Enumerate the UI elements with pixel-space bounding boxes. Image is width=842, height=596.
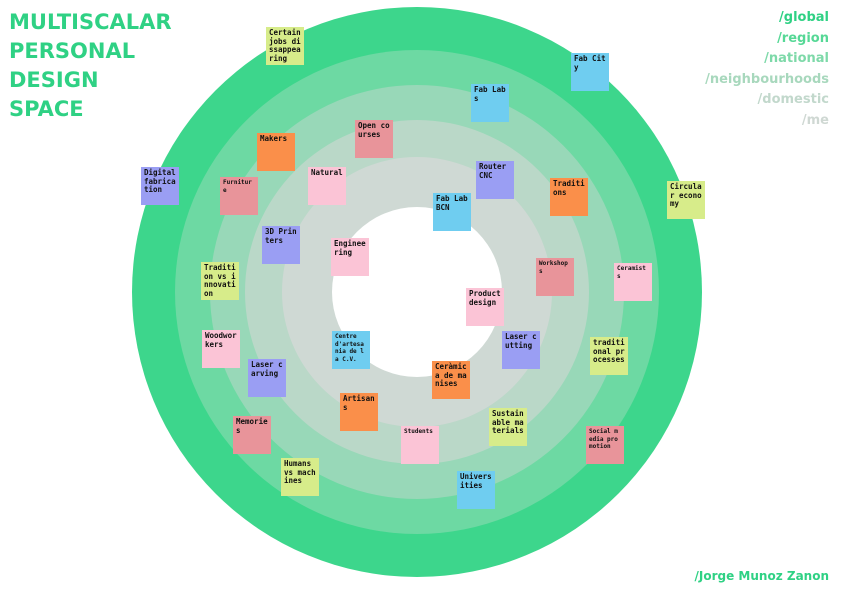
scale-global: /global [779, 10, 829, 25]
note-ceramists: Ceramists [614, 263, 652, 301]
note-traditional-processes: traditional processes [590, 337, 628, 375]
note-engineering: Engineering [331, 238, 369, 276]
note-laser-carving: Laser carving [248, 359, 286, 397]
note-ceramica-manises: Ceràmica de manises [432, 361, 470, 399]
note-circular-economy: Circular economy [667, 181, 705, 219]
note-natural: Natural [308, 167, 346, 205]
author-credit: /Jorge Munoz Zanon [694, 569, 829, 583]
note-makers: Makers [257, 133, 295, 171]
scale-neighbourhoods: /neighbourhoods [705, 71, 829, 87]
note-centre-artesania: Centre d'artesania de la C.V. [332, 331, 370, 369]
scale-region: /region [777, 30, 829, 46]
note-woodworkers: Woodworkers [202, 330, 240, 368]
note-router-cnc: Router CNC [476, 161, 514, 199]
title-line-2: PERSONAL [9, 39, 136, 63]
note-fab-city: Fab City [571, 53, 609, 91]
note-workshops: Workshops [536, 258, 574, 296]
note-humans-vs-machines: Humans vs machines [281, 458, 319, 496]
scale-domestic: /domestic [757, 92, 829, 107]
diagram-title: MULTISCALAR PERSONAL DESIGN SPACE [9, 8, 172, 124]
scale-national: /national [764, 51, 829, 66]
note-fab-labs: Fab Labs [471, 84, 509, 122]
title-line-3: DESIGN [9, 68, 99, 92]
note-students: Students [401, 426, 439, 464]
title-line-1: MULTISCALAR [9, 10, 172, 34]
note-digital-fabrication: Digital fabrication [141, 167, 179, 205]
scale-legend: /global /region /national /neighbourhood… [705, 8, 829, 131]
note-sustainable-materials: Sustainable materials [489, 408, 527, 446]
note-open-courses: Open courses [355, 120, 393, 158]
note-memories: Memories [233, 416, 271, 454]
note-product-design: Product design [466, 288, 504, 326]
note-artisans: Artisans [340, 393, 378, 431]
note-fab-lab-bcn: Fab Lab BCN [433, 193, 471, 231]
note-laser-cutting: Laser cutting [502, 331, 540, 369]
scale-me: /me [801, 112, 829, 128]
note-traditions: Traditions [550, 178, 588, 216]
title-line-4: SPACE [9, 97, 84, 121]
note-certain-jobs: Certain jobs dissappearing [266, 27, 304, 65]
note-universities: Universities [457, 471, 495, 509]
note-3d-printers: 3D Printers [262, 226, 300, 264]
note-tradition-vs-innovation: Tradition vs innovation [201, 262, 239, 300]
note-furniture: Furniture [220, 177, 258, 215]
note-social-media-promotion: Social media promotion [586, 426, 624, 464]
